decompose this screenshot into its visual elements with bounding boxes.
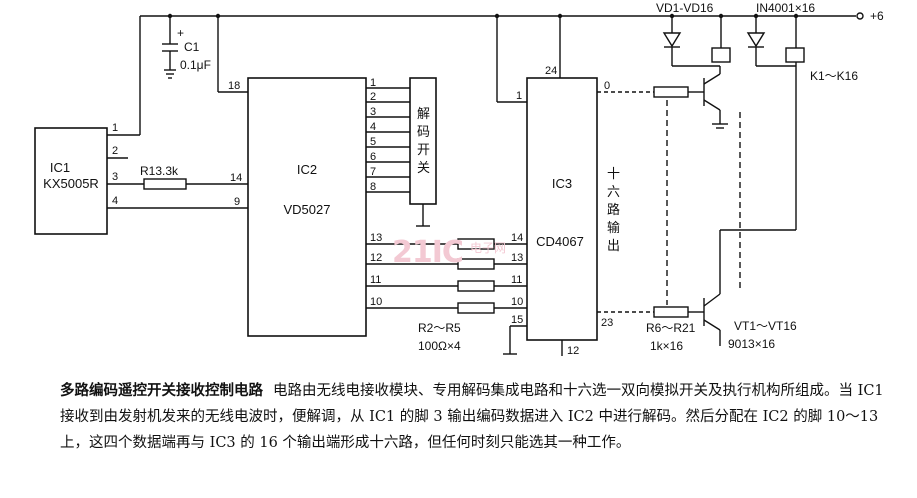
ic3-pin-13: 13 bbox=[511, 252, 523, 264]
r6-r21-value: 1k×16 bbox=[650, 339, 683, 353]
switch-label-2: 码 bbox=[417, 125, 430, 140]
r2-r5-label: R2～R5 bbox=[418, 321, 461, 335]
ic2-pin-18: 18 bbox=[228, 80, 240, 92]
ic2-pin-1: 1 bbox=[370, 77, 376, 89]
ic3-pin-14: 14 bbox=[511, 232, 523, 244]
c1-polarity: + bbox=[177, 26, 184, 40]
supply-label: +6 bbox=[870, 9, 884, 23]
ic3-pin-1: 1 bbox=[516, 90, 522, 102]
watermark-logo: 21IC bbox=[392, 235, 463, 270]
ic2-pin-2: 2 bbox=[370, 91, 376, 103]
output-label-1: 十 bbox=[607, 167, 620, 182]
output-label-5: 出 bbox=[607, 239, 620, 254]
r2-r5-value: 100Ω×4 bbox=[418, 339, 461, 353]
ic2-pin-13: 13 bbox=[370, 232, 382, 244]
ic2-name: IC2 bbox=[297, 162, 317, 177]
switch-label-4: 关 bbox=[417, 161, 430, 176]
relay-label: K1～K16 bbox=[810, 69, 858, 83]
c1-label: C1 bbox=[184, 40, 200, 54]
ic1-pin-3: 3 bbox=[112, 171, 118, 183]
output-label-4: 输 bbox=[607, 220, 620, 236]
ic3-pin-0: 0 bbox=[604, 80, 610, 92]
ic1-pin-4: 4 bbox=[112, 195, 118, 207]
ic2-pin-8: 8 bbox=[370, 181, 376, 193]
output-label-2: 六 bbox=[607, 185, 620, 200]
r6-r21-label: R6～R21 bbox=[646, 321, 696, 335]
caption-paragraph: 多路编码遥控开关接收控制电路电路由无线电接收模块、专用解码集成电路和十六选一双向… bbox=[60, 378, 890, 456]
diode-part-label: IN4001×16 bbox=[756, 1, 815, 15]
watermark-subtitle: 电子网 bbox=[470, 241, 506, 255]
ic2-pin-14: 14 bbox=[230, 172, 242, 184]
c1-value: 0.1μF bbox=[180, 58, 211, 72]
ic3-name: IC3 bbox=[552, 176, 572, 191]
ic2-pin-4: 4 bbox=[370, 121, 376, 133]
output-label-3: 路 bbox=[607, 202, 620, 218]
diode-range-label: VD1-VD16 bbox=[656, 1, 714, 15]
ic2-pin-7: 7 bbox=[370, 166, 376, 178]
switch-label-1: 解 bbox=[417, 107, 430, 122]
ic2-pin-3: 3 bbox=[370, 106, 376, 118]
caption-body: 电路由无线电接收模块、专用解码集成电路和十六选一双向模拟开关及执行机构所组成。当… bbox=[60, 383, 884, 451]
transistor-label: VT1～VT16 bbox=[734, 319, 797, 333]
ic2-pin-5: 5 bbox=[370, 136, 376, 148]
ic1-pin-1: 1 bbox=[112, 122, 118, 134]
ic2-pin-9: 9 bbox=[234, 196, 240, 208]
ic2-part: VD5027 bbox=[284, 202, 331, 217]
caption-title: 多路编码遥控开关接收控制电路 bbox=[60, 383, 263, 399]
ic3-part: CD4067 bbox=[536, 234, 584, 249]
ic2-pin-11: 11 bbox=[370, 274, 381, 286]
switch-label-3: 开 bbox=[417, 143, 430, 158]
circuit-diagram: 21IC 电子网 C1 0.1μF + +6 IC1 KX5005R IC2 V… bbox=[34, 1, 884, 357]
ic3-pin-24: 24 bbox=[545, 65, 557, 77]
ic2-pin-10: 10 bbox=[370, 296, 382, 308]
transistor-part: 9013×16 bbox=[728, 337, 775, 351]
r1-label: R13.3k bbox=[140, 164, 179, 178]
ic3-pin-10: 10 bbox=[511, 296, 523, 308]
ic1-part: KX5005R bbox=[43, 176, 99, 191]
ic1-name: IC1 bbox=[50, 160, 70, 175]
ic2-pin-12: 12 bbox=[370, 252, 382, 264]
ic3-pin-12: 12 bbox=[567, 345, 579, 357]
ic2-pin-6: 6 bbox=[370, 151, 376, 163]
ic3-pin-23: 23 bbox=[601, 317, 613, 329]
ic3-pin-11: 11 bbox=[511, 274, 522, 286]
ic3-pin-15: 15 bbox=[511, 314, 523, 326]
ic1-pin-2: 2 bbox=[112, 145, 118, 157]
